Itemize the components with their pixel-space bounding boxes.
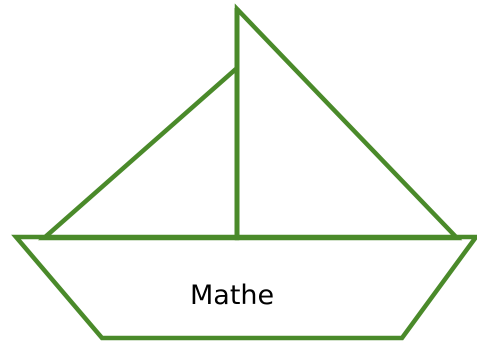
right-sail — [237, 9, 457, 238]
hull-label: Mathe — [190, 280, 274, 311]
left-sail — [44, 68, 237, 238]
